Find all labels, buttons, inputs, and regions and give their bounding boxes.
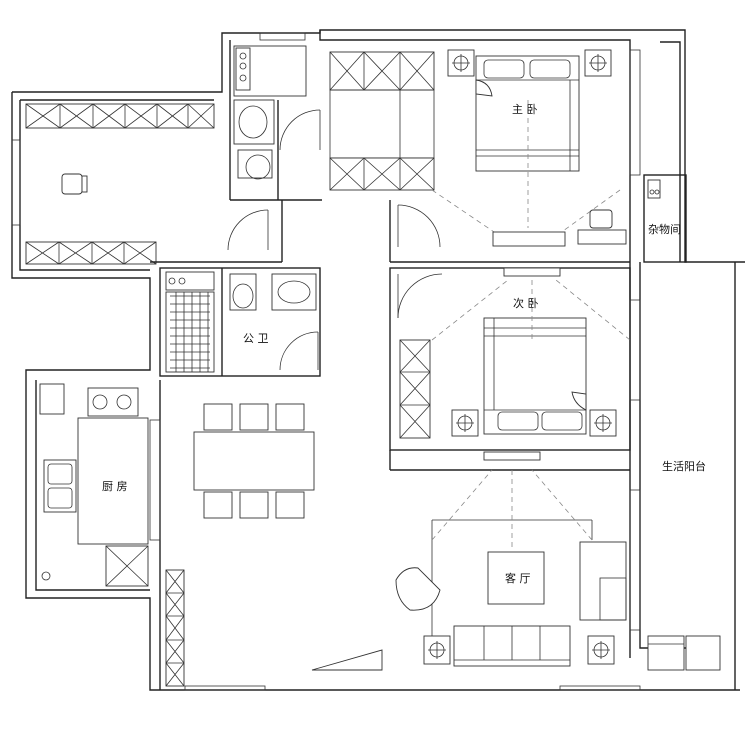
master-bathroom — [230, 32, 322, 201]
room-label-second-bedroom: 次 卧 — [513, 296, 539, 310]
study-chair — [61, 173, 88, 195]
dining-area — [165, 403, 383, 687]
room-label-living-room: 客 厅 — [505, 571, 531, 585]
study-cabinet-top — [25, 103, 215, 129]
second-bedroom: 次 卧 — [389, 267, 641, 451]
room-label-public-bath: 公 卫 — [243, 332, 269, 345]
study-cabinet-bottom — [25, 241, 157, 265]
room-label-kitchen: 厨 房 — [102, 480, 128, 493]
room-label-service-balcony: 生活阳台 — [662, 459, 706, 473]
service-balcony: 生活阳台 — [647, 459, 721, 671]
public-bathroom: 公 卫 — [159, 267, 321, 377]
master-bedroom: 主 卧 — [389, 49, 641, 263]
master-wardrobe — [329, 51, 435, 191]
storage-room: 杂物间 — [643, 174, 687, 263]
living-room: 客 厅 — [389, 450, 641, 667]
kitchen: 厨 房 — [39, 383, 161, 587]
study-room — [11, 103, 215, 265]
outer-walls — [11, 29, 745, 691]
room-label-master-bedroom: 主 卧 — [512, 103, 538, 116]
hallway-doors — [150, 200, 283, 263]
room-label-storage: 杂物间 — [648, 222, 681, 236]
